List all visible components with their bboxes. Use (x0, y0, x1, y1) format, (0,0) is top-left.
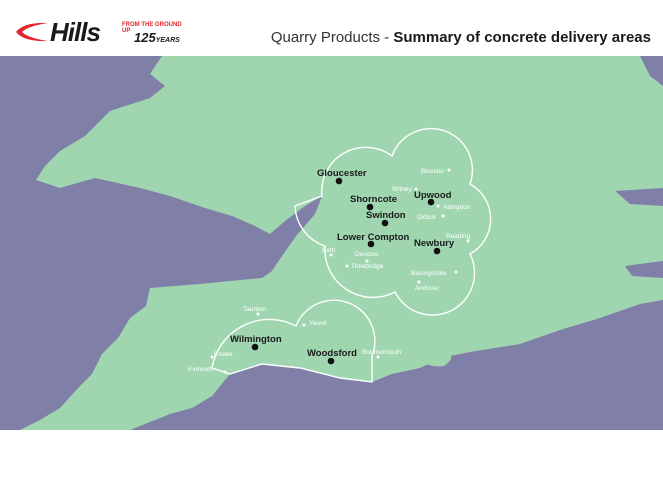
wash-inlet (625, 261, 663, 278)
town-marker-didcot (441, 214, 445, 218)
town-marker-yeovil (302, 323, 306, 327)
page-title: Quarry Products - Summary of concrete de… (271, 29, 651, 46)
town-label-bicester: Bicester (421, 168, 445, 175)
logo-tagline: FROM THE GROUND UP (122, 22, 182, 34)
site-marker-newbury (433, 247, 441, 255)
town-label-yeovil: Yeovil (309, 320, 327, 327)
town-marker-andover (417, 280, 421, 284)
isle-of-wight (418, 350, 452, 367)
northern-delivery-area (294, 127, 492, 316)
site-label-woodsford: Woodsford (307, 348, 357, 359)
page-header: Hills FROM THE GROUND UP 125YEARS Quarry… (0, 0, 663, 56)
site-marker-swindon (381, 219, 389, 227)
hills-logo: Hills FROM THE GROUND UP 125YEARS (14, 17, 184, 50)
thames-estuary (615, 188, 663, 206)
site-marker-upwood (427, 198, 435, 206)
site-label-newbury: Newbury (414, 238, 455, 249)
site-marker-shorncote (366, 203, 374, 211)
title-bold: Summary of concrete delivery areas (393, 29, 651, 46)
town-label-abingdon: Abingdon (443, 204, 471, 211)
page-footer (0, 430, 663, 483)
town-marker-reading (466, 239, 470, 243)
site-marker-lower-compton (367, 240, 375, 248)
southern-delivery-area (211, 299, 376, 383)
east-coast (640, 56, 663, 86)
town-marker-exeter (210, 355, 214, 359)
town-label-trowbridge: Trowbridge (351, 263, 384, 270)
town-marker-bournemouth (376, 355, 380, 359)
site-label-wilmington: Wilmington (230, 334, 282, 345)
town-marker-abingdon (436, 204, 440, 208)
site-marker-woodsford (327, 357, 335, 365)
town-label-taunton: Taunton (243, 306, 267, 313)
town-label-bath: Bath (322, 247, 336, 254)
town-marker-exmouth (223, 370, 227, 374)
town-label-didcot: Didcot (417, 214, 436, 221)
town-marker-witney (414, 187, 418, 191)
town-marker-trowbridge (345, 264, 349, 268)
town-label-andover: Andover (415, 285, 440, 292)
site-marker-gloucester (335, 177, 343, 185)
bristol-channel (0, 206, 296, 328)
town-label-exeter: Exeter (214, 351, 234, 358)
land-england-wales (0, 56, 663, 430)
town-label-exmouth: Exmouth (188, 366, 214, 373)
town-marker-basingstoke (454, 270, 458, 274)
site-label-lower-compton: Lower Compton (337, 232, 409, 243)
site-label-swindon: Swindon (366, 210, 406, 221)
town-marker-taunton (256, 312, 260, 316)
site-label-shorncote: Shorncote (350, 194, 397, 205)
town-label-basingstoke: Basingstoke (411, 270, 447, 277)
site-label-gloucester: Gloucester (317, 168, 367, 179)
town-label-witney: Witney (392, 186, 413, 193)
town-marker-devizes (365, 259, 369, 263)
swoosh-icon (16, 22, 48, 42)
town-label-devizes: Devizes (355, 251, 379, 258)
site-label-upwood: Upwood (414, 190, 452, 201)
town-marker-bicester (447, 168, 451, 172)
town-label-bournemouth: Bournemouth (362, 349, 401, 356)
logo-wordmark: Hills (50, 17, 101, 47)
town-marker-bath (329, 253, 333, 257)
town-label-reading: Reading (446, 233, 471, 240)
logo-anniversary: 125YEARS (134, 30, 180, 45)
english-channel (130, 300, 663, 430)
site-marker-wilmington (251, 343, 259, 351)
title-prefix: Quarry Products - (270, 29, 394, 46)
